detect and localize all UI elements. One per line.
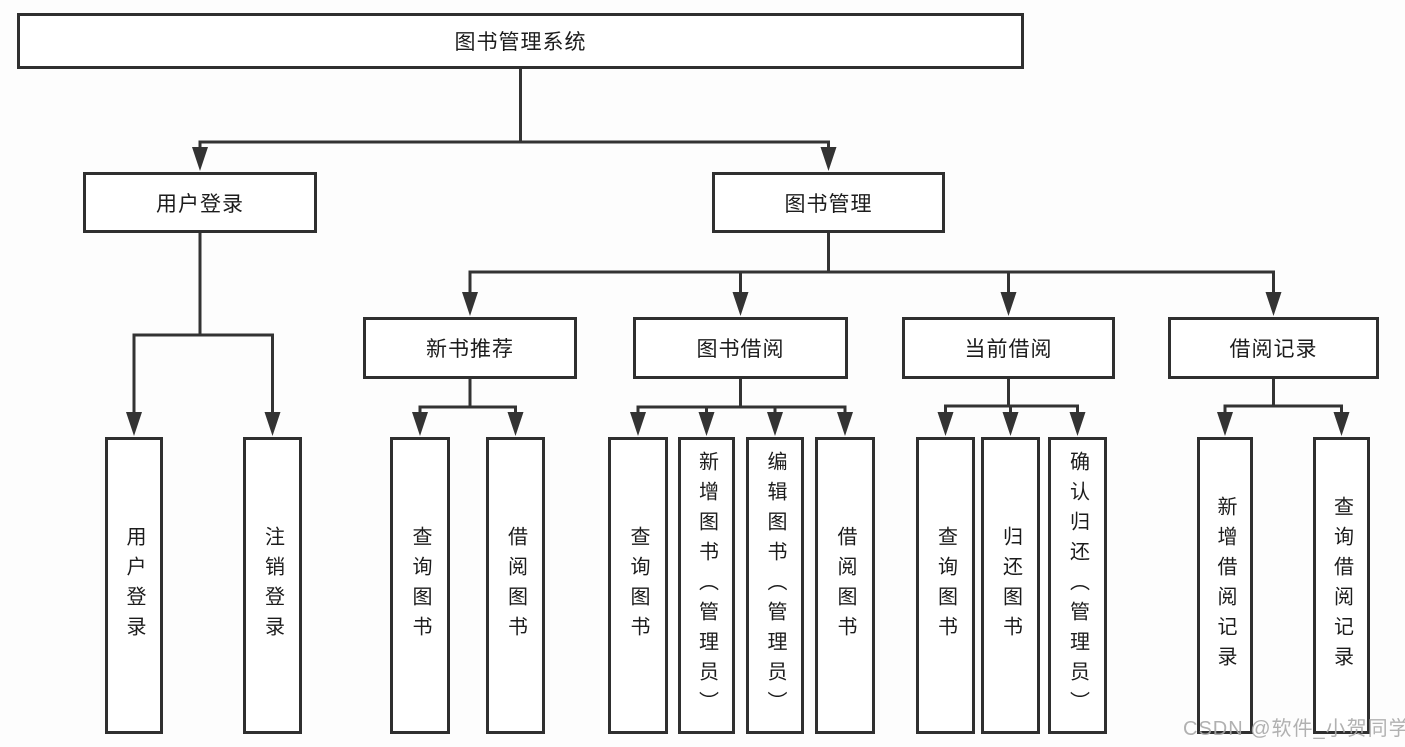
node-book-borrow: 图书借阅 — [633, 317, 848, 379]
node-query-books-3: 查询图书 — [916, 437, 975, 734]
node-query-books-1: 查询图书 — [390, 437, 450, 734]
node-label: 图书管理 — [784, 192, 873, 216]
node-label: 确认归还（管理员） — [1066, 450, 1089, 721]
node-add-books-admin: 新增图书（管理员） — [678, 437, 735, 734]
node-current-borrow: 当前借阅 — [902, 317, 1115, 379]
node-label: 用户登录 — [156, 192, 244, 216]
node-label: 新增图书（管理员） — [695, 450, 718, 721]
node-label: 注销登录 — [261, 525, 284, 646]
node-return-books: 归还图书 — [981, 437, 1040, 734]
node-book-management: 图书管理 — [712, 172, 945, 233]
node-label: 用户登录 — [123, 525, 145, 646]
node-borrow-books-1: 借阅图书 — [486, 437, 545, 734]
node-label: 编辑图书（管理员） — [764, 450, 786, 721]
node-label: 新书推荐 — [426, 338, 514, 361]
node-label: 查询图书 — [627, 525, 649, 646]
node-user-login: 用户登录 — [105, 437, 163, 734]
node-label: 查询图书 — [934, 525, 957, 646]
node-label: 图书管理系统 — [454, 31, 587, 54]
node-borrow-records: 借阅记录 — [1168, 317, 1379, 379]
node-label: 查询借阅记录 — [1330, 495, 1353, 676]
node-query-books-2: 查询图书 — [608, 437, 668, 734]
node-new-book-recommend: 新书推荐 — [363, 317, 577, 379]
node-root: 图书管理系统 — [17, 13, 1024, 69]
node-query-borrow-record: 查询借阅记录 — [1313, 437, 1370, 734]
node-edit-books-admin: 编辑图书（管理员） — [746, 437, 804, 734]
node-label: 新增借阅记录 — [1214, 495, 1236, 676]
node-label: 归还图书 — [999, 525, 1022, 646]
node-add-borrow-record: 新增借阅记录 — [1197, 437, 1253, 734]
node-label: 当前借阅 — [964, 338, 1053, 361]
watermark: CSDN @软件_小贺同学 — [1183, 718, 1405, 740]
node-label: 查询图书 — [409, 525, 431, 646]
node-borrow-books-2: 借阅图书 — [815, 437, 875, 734]
node-logout: 注销登录 — [243, 437, 302, 734]
node-label: 借阅图书 — [834, 525, 856, 646]
node-user-login-branch: 用户登录 — [83, 172, 317, 233]
node-label: 借阅记录 — [1229, 338, 1318, 361]
node-confirm-return-admin: 确认归还（管理员） — [1048, 437, 1107, 734]
node-label: 图书借阅 — [696, 338, 785, 361]
node-label: 借阅图书 — [504, 525, 527, 646]
